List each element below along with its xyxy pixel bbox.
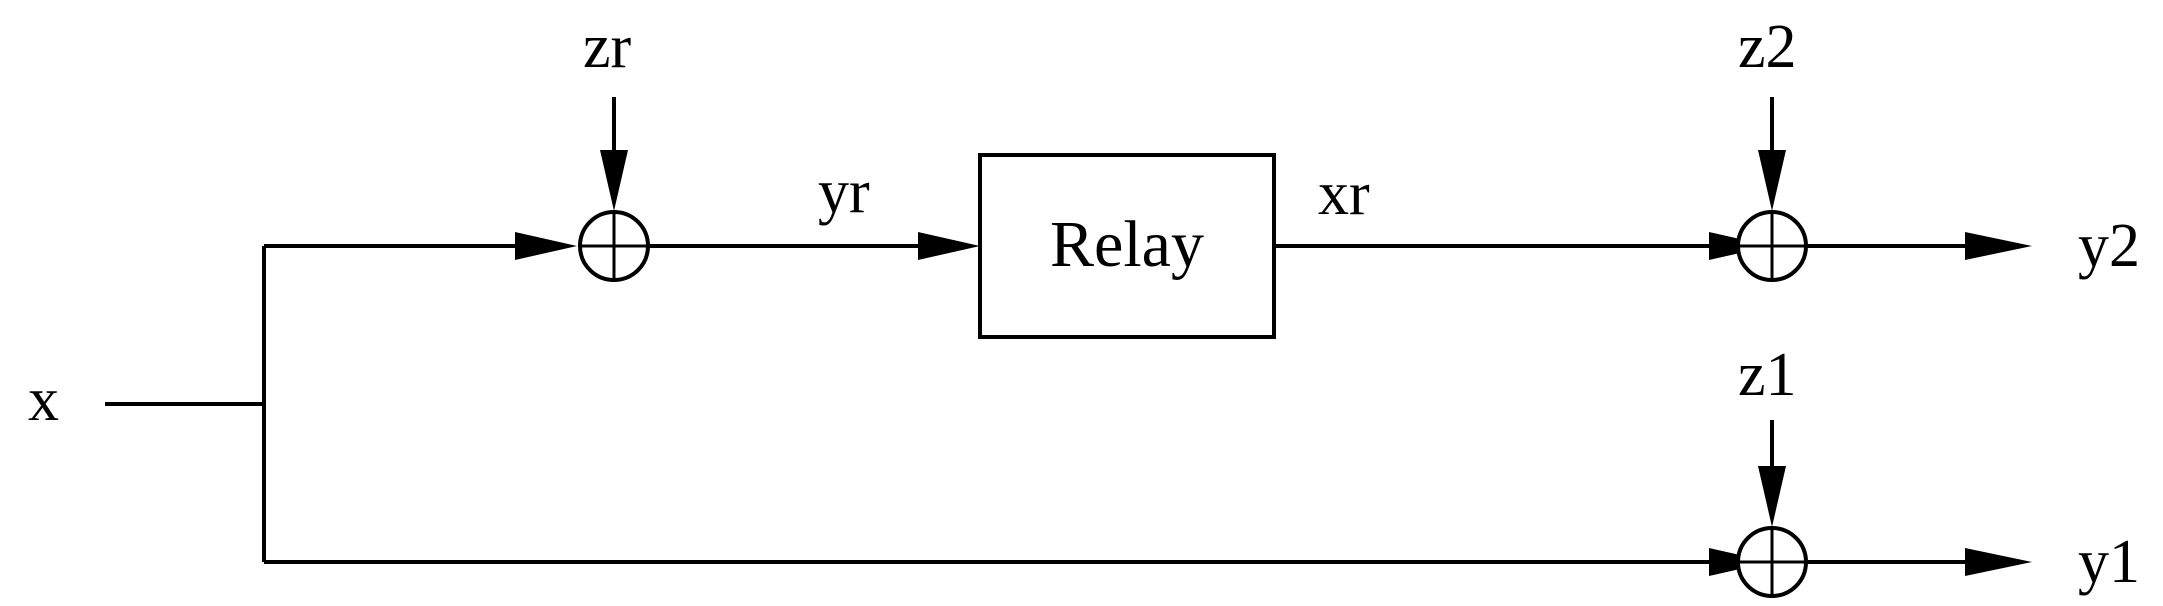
noise-label-z1: z1	[1738, 341, 1797, 409]
y2-arrow	[1965, 232, 2032, 260]
yr-arrow	[918, 232, 980, 260]
relay-output-label-xr: xr	[1318, 160, 1370, 228]
z1-arrow	[1758, 466, 1786, 527]
relay-input-label-yr: yr	[818, 158, 870, 226]
noise-label-zr: zr	[583, 13, 632, 81]
noise-label-z2: z2	[1738, 13, 1797, 81]
output-label-y2: y2	[2078, 212, 2140, 280]
y1-arrow	[1965, 548, 2032, 576]
z2-arrow	[1758, 150, 1786, 211]
input-label-x: x	[28, 366, 59, 434]
relay-block-label: Relay	[1050, 208, 1204, 281]
zr-arrow	[600, 150, 628, 211]
arrow-to-relay-sum	[515, 232, 577, 260]
output-label-y1: y1	[2078, 528, 2140, 596]
